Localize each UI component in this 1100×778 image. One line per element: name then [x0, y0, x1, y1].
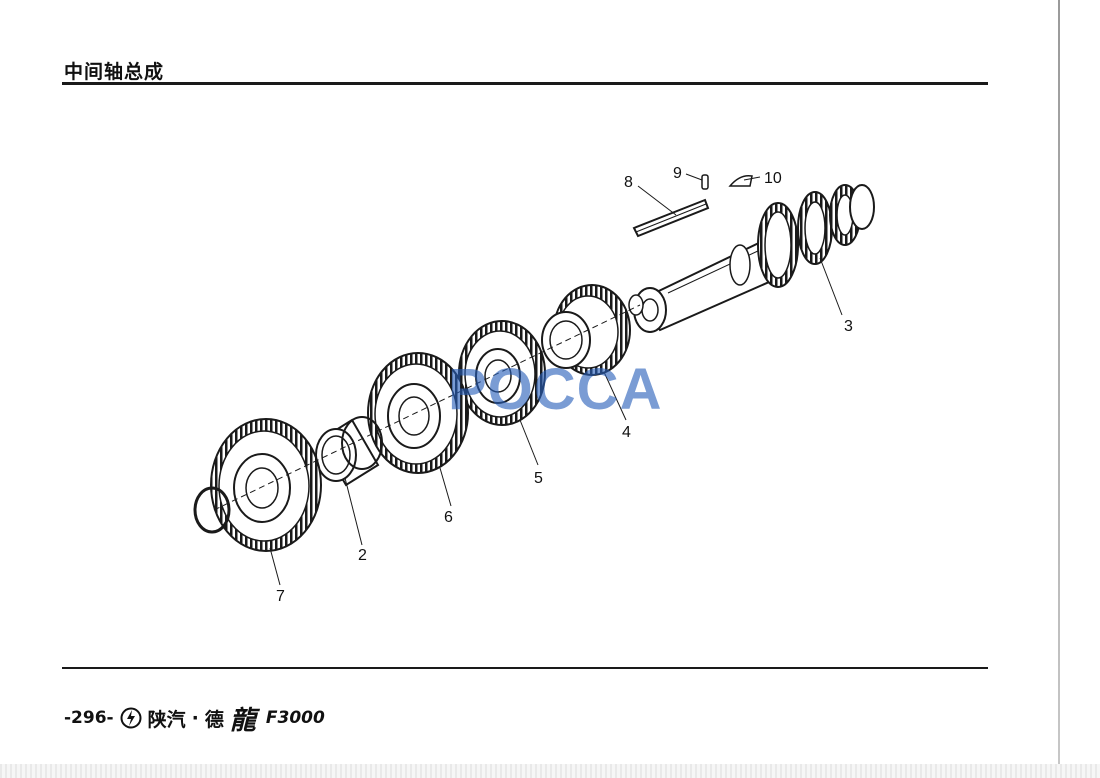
callout-label-2: 2	[358, 547, 367, 564]
brand-character: 德	[204, 708, 224, 731]
header-rule	[62, 82, 988, 85]
brand-name: 陕汽	[147, 708, 186, 731]
gear-part-6	[367, 352, 469, 474]
page-title: 中间轴总成	[64, 61, 165, 83]
gear-part-4	[541, 284, 631, 376]
brand-script-character: 龍	[229, 705, 256, 736]
bushing-part	[315, 416, 383, 487]
page-footer: -296- 陕汽 · 德 龍 F3000	[64, 702, 325, 736]
gear-part-7	[210, 418, 322, 552]
callout-label-9: 9	[673, 165, 682, 182]
gear-part-5	[458, 320, 546, 426]
scan-edge-strip	[0, 764, 1100, 778]
key-part	[632, 198, 710, 238]
pin-part	[701, 174, 709, 190]
footer-rule	[62, 667, 988, 669]
assembly-axis-line	[213, 304, 641, 511]
woodruff-key-part	[728, 174, 753, 187]
callout-label-8: 8	[624, 174, 633, 191]
countershaft-part	[628, 184, 875, 333]
shacman-logo-icon	[120, 707, 142, 729]
model-name: F3000	[265, 708, 325, 728]
callout-label-5: 5	[534, 470, 543, 487]
callout-label-10: 10	[764, 170, 782, 187]
brand-separator: ·	[191, 707, 199, 729]
callout-label-7: 7	[276, 588, 285, 605]
page-number: -296-	[64, 708, 114, 728]
leader-lines	[269, 173, 843, 586]
watermark-logo: POCCA	[448, 357, 663, 422]
snap-ring-part	[193, 486, 231, 534]
callout-label-3: 3	[844, 318, 853, 335]
callout-label-4: 4	[622, 424, 631, 441]
callout-label-6: 6	[444, 509, 453, 526]
page-edge	[1058, 0, 1060, 778]
